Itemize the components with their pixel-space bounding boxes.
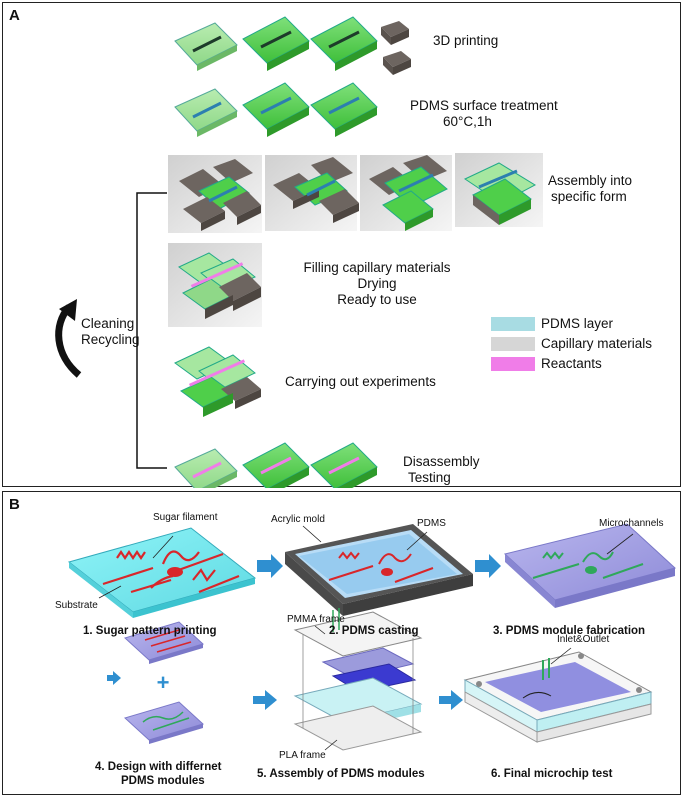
arrow-4 bbox=[439, 690, 463, 710]
arrow-1 bbox=[257, 554, 283, 578]
caption-step-4-line1: 4. Design with differnet bbox=[95, 761, 222, 773]
label-acrylic-mold: Acrylic mold bbox=[271, 514, 325, 525]
svg-text:+: + bbox=[157, 670, 170, 695]
caption-step-3: 3. PDMS module fabrication bbox=[493, 625, 646, 637]
final-chip-figure bbox=[463, 647, 653, 743]
step-filling-line1: Filling capillary materials bbox=[303, 260, 451, 275]
casting-figure bbox=[285, 524, 473, 616]
panel-a: A bbox=[2, 2, 681, 488]
step-3d-printing: 3D printing bbox=[433, 33, 499, 48]
cycle-arrow bbox=[55, 299, 82, 378]
substrate-figure bbox=[67, 527, 257, 618]
disassembly-row bbox=[174, 442, 378, 488]
cycle-label-cleaning: Cleaning bbox=[81, 316, 135, 331]
panel-b-illustrations: + bbox=[67, 523, 677, 751]
module-figure bbox=[503, 523, 677, 608]
assembly-figure bbox=[293, 608, 423, 751]
step-surface-treatment: PDMS surface treatment bbox=[410, 98, 558, 113]
step-assembly-line2: specific form bbox=[551, 189, 627, 204]
printing-row bbox=[174, 16, 411, 75]
panel-b-label: B bbox=[9, 496, 20, 513]
arrow-2 bbox=[475, 554, 501, 578]
treatment-row bbox=[174, 82, 378, 137]
step-disassembly-line2: Testing bbox=[408, 470, 451, 485]
legend-swatch bbox=[491, 337, 535, 351]
label-pmma-frame: PMMA frame bbox=[287, 614, 345, 625]
label-inlet-outlet: Inlet&Outlet bbox=[557, 634, 610, 645]
caption-step-6: 6. Final microchip test bbox=[491, 768, 613, 780]
assembly-row bbox=[168, 153, 543, 233]
legend-swatch bbox=[491, 357, 535, 371]
caption-step-5: 5. Assembly of PDMS modules bbox=[257, 768, 425, 780]
legend-label: PDMS layer bbox=[541, 316, 614, 331]
label-microchannels: Microchannels bbox=[599, 518, 664, 529]
legend-swatch bbox=[491, 317, 535, 331]
experiments-image bbox=[174, 346, 261, 417]
step-disassembly-line1: Disassembly bbox=[403, 454, 480, 469]
step-treatment-conditions: 60°C,1h bbox=[443, 114, 492, 129]
arrow-3 bbox=[253, 690, 277, 710]
step-filling-line2: Drying bbox=[357, 276, 397, 291]
filling-image bbox=[168, 243, 262, 327]
panel-a-illustrations bbox=[55, 16, 543, 488]
panel-b: B bbox=[2, 491, 681, 795]
label-substrate: Substrate bbox=[55, 600, 98, 611]
legend-label: Reactants bbox=[541, 356, 602, 371]
label-pla-frame: PLA frame bbox=[279, 750, 326, 761]
caption-step-2: 2. PDMS casting bbox=[329, 625, 419, 637]
label-sugar-filament: Sugar filament bbox=[153, 512, 218, 523]
step-assembly-line1: Assembly into bbox=[548, 173, 633, 188]
panel-a-label: A bbox=[9, 7, 20, 24]
design-figure: + bbox=[107, 621, 204, 744]
caption-step-4-line2: PDMS modules bbox=[121, 775, 205, 787]
label-pdms: PDMS bbox=[417, 518, 446, 529]
legend-label: Capillary materials bbox=[541, 336, 653, 351]
cycle-label-recycling: Recycling bbox=[81, 332, 140, 347]
recycling-bracket bbox=[136, 192, 167, 469]
step-experiments: Carrying out experiments bbox=[285, 374, 436, 389]
caption-step-1: 1. Sugar pattern printing bbox=[83, 625, 217, 637]
step-filling-line3: Ready to use bbox=[337, 292, 417, 307]
